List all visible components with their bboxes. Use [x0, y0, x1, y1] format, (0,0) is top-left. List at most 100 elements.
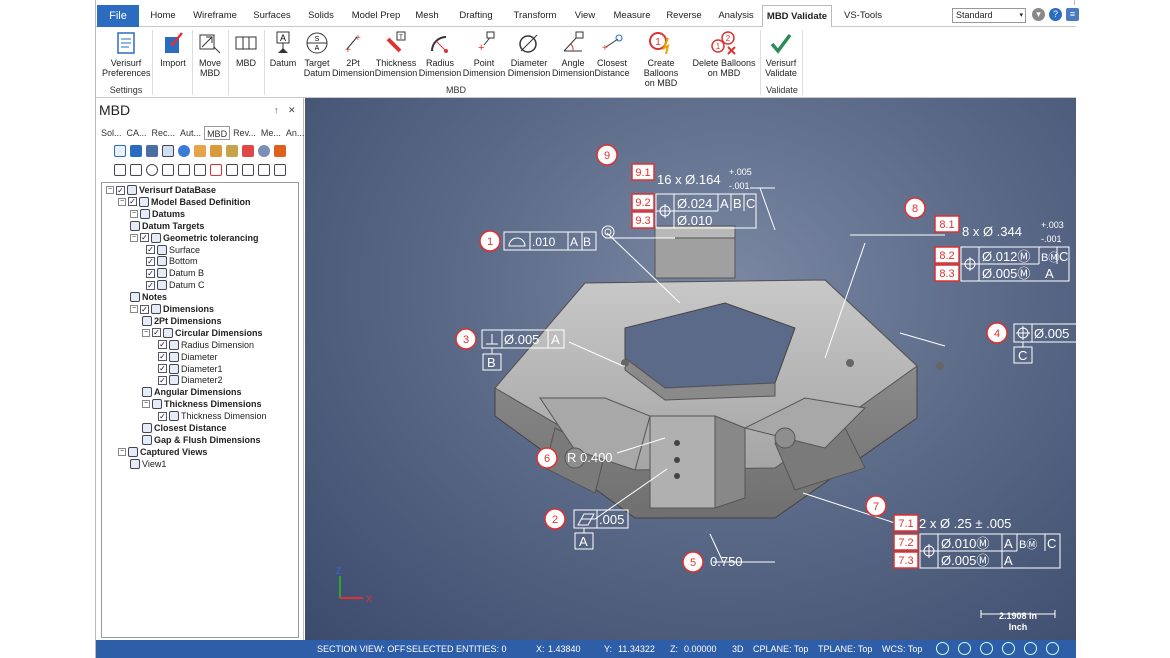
angle-icon[interactable] — [194, 164, 206, 176]
file-menu[interactable]: File — [97, 5, 139, 27]
tree-node[interactable]: ✓Diameter — [158, 351, 218, 363]
tree-checkbox[interactable]: ✓ — [146, 245, 155, 254]
tree-checkbox[interactable]: ✓ — [128, 197, 137, 207]
tree-checkbox[interactable]: ✓ — [152, 328, 161, 338]
diameter-dimension-button[interactable]: Diameter Dimension — [506, 30, 552, 84]
tree-checkbox[interactable]: ✓ — [116, 185, 125, 195]
graphics-viewport[interactable]: 1 2 3 4 5 6 7 8 9 .010 A B C 9 — [305, 98, 1076, 640]
balloon-8[interactable]: 8 — [904, 197, 926, 219]
globe-icon[interactable] — [936, 642, 949, 655]
fcf-3-perpendicularity[interactable]: Ø.005 A B — [481, 329, 565, 371]
tree-node[interactable]: Gap & Flush Dimensions — [142, 434, 261, 446]
move-mbd-button[interactable]: Move MBD — [194, 30, 226, 84]
tree-checkbox[interactable]: ✓ — [158, 411, 167, 421]
angle-dimension-button[interactable]: Angle Dimension — [552, 30, 595, 84]
selected-entities-status[interactable]: SELECTED ENTITIES: 0 — [406, 644, 507, 654]
tree-node[interactable]: ✓Datum C — [146, 279, 205, 291]
balloon-6[interactable]: 6 — [536, 447, 558, 469]
balloon-5[interactable]: 5 — [682, 551, 704, 573]
cplane-status[interactable]: CPLANE: Top — [753, 644, 809, 654]
closest-distance-button[interactable]: + Closest Distance — [594, 30, 630, 84]
section-view-status[interactable]: SECTION VIEW: OFF — [317, 644, 406, 654]
expand-toggle-icon[interactable]: − — [142, 400, 150, 409]
tab-surfaces[interactable]: Surfaces — [253, 10, 291, 21]
book-icon[interactable] — [130, 145, 142, 157]
tab-vs-tools[interactable]: VS-Tools — [843, 10, 882, 21]
tab-drafting[interactable]: Drafting — [459, 10, 493, 21]
tree-node[interactable]: ✓Diameter1 — [158, 363, 223, 375]
tab-measure[interactable]: Measure — [613, 10, 651, 21]
verisurf-validate-button[interactable]: Verisurf Validate — [762, 30, 800, 84]
tree-checkbox[interactable]: ✓ — [146, 280, 155, 290]
tree-node[interactable]: −✓Dimensions — [130, 303, 214, 315]
tab-view[interactable]: View — [574, 10, 596, 21]
balloon-4[interactable]: 4 — [986, 322, 1008, 344]
tab-solids[interactable]: Solids — [308, 10, 334, 21]
tplane-status[interactable]: TPLANE: Top — [818, 644, 873, 654]
tree-node[interactable]: ✓Radius Dimension — [158, 339, 254, 351]
tree-node[interactable]: Closest Distance — [142, 422, 227, 434]
box-orange-icon[interactable] — [194, 145, 206, 157]
point-dimension-button[interactable]: + Point Dimension — [462, 30, 506, 84]
lock-icon[interactable] — [1024, 642, 1037, 655]
mbd-button[interactable]: MBD — [230, 30, 262, 84]
tree-node[interactable]: −Datums — [130, 208, 185, 220]
callout-9[interactable]: 9.1 16 x Ø.164 +.005 -.001 9.2 9.3 Ø.024… — [631, 163, 757, 229]
expand-toggle-icon[interactable]: − — [142, 328, 150, 337]
circle-diameter-icon[interactable] — [178, 164, 190, 176]
tree-checkbox[interactable]: ✓ — [140, 233, 149, 243]
grid-icon[interactable] — [114, 164, 126, 176]
radius-dimension-button[interactable]: Radius Dimension — [418, 30, 462, 84]
tree-checkbox[interactable]: ✓ — [146, 256, 155, 266]
tree-node[interactable]: ✓Thickness Dimension — [158, 410, 267, 422]
options-icon[interactable]: ≡ — [1066, 8, 1079, 21]
crosshair-icon[interactable] — [146, 164, 158, 176]
fcf-4-position[interactable]: Ø.005 A BⓂ C — [1013, 323, 1076, 364]
verisurf-preferences-button[interactable]: Verisurf Preferences — [102, 30, 151, 84]
thickness-dimension-button[interactable]: T Thickness Dimension — [374, 30, 418, 84]
panel-tab-reverse[interactable]: Rev... — [233, 128, 256, 138]
balloon-7[interactable]: 7 — [865, 495, 887, 517]
standard-dropdown[interactable]: Standard▾ — [952, 8, 1026, 23]
dim-5-thickness[interactable]: 0.750 — [710, 554, 743, 569]
expand-toggle-icon[interactable]: − — [130, 209, 138, 218]
tree-node[interactable]: ✓Diameter2 — [158, 374, 223, 386]
balloon-9[interactable]: 9 — [596, 144, 618, 166]
tree-checkbox[interactable]: ✓ — [158, 364, 167, 373]
balloon-3[interactable]: 3 — [455, 328, 477, 350]
move-icon[interactable] — [242, 164, 254, 176]
cube-icon[interactable] — [162, 145, 174, 157]
panel-tab-measure[interactable]: Me... — [260, 128, 281, 138]
anchor-icon[interactable] — [178, 145, 190, 157]
tree-node[interactable]: Angular Dimensions — [142, 386, 242, 398]
tab-analysis[interactable]: Analysis — [718, 10, 754, 21]
tab-transform[interactable]: Transform — [513, 10, 557, 21]
sort-icon[interactable] — [130, 164, 142, 176]
frame-icon[interactable] — [162, 164, 174, 176]
pdf-icon[interactable] — [242, 145, 254, 157]
flag-icon[interactable] — [274, 164, 286, 176]
part-model[interactable] — [494, 225, 944, 519]
tree-node[interactable]: −Captured Views — [118, 446, 207, 458]
tree-node[interactable]: Notes — [130, 291, 167, 303]
dimension-icon[interactable] — [258, 164, 270, 176]
box-icon[interactable] — [210, 145, 222, 157]
tree-node[interactable]: ✓Surface — [146, 244, 200, 256]
panel-tab-recent[interactable]: Rec... — [151, 128, 176, 138]
expand-toggle-icon[interactable]: − — [118, 447, 126, 456]
tree-node[interactable]: 2Pt Dimensions — [142, 315, 222, 327]
fcf-2-flatness[interactable]: .005 A — [573, 509, 629, 550]
tree-node[interactable]: View1 — [130, 458, 166, 470]
view-mode[interactable]: 3D — [732, 644, 744, 654]
balloon-2[interactable]: 2 — [544, 508, 566, 530]
tab-home[interactable]: Home — [150, 10, 176, 21]
tree-node[interactable]: −Thickness Dimensions — [142, 398, 262, 410]
tree-checkbox[interactable]: ✓ — [158, 352, 167, 362]
expand-toggle-icon[interactable]: − — [118, 197, 126, 206]
dim-6-radius[interactable]: R 0.400 — [567, 450, 613, 465]
tree-checkbox[interactable]: ✓ — [140, 304, 149, 314]
package-icon[interactable] — [226, 145, 238, 157]
pin-icon[interactable]: ↑ — [274, 105, 279, 115]
panel-tab-analysis[interactable]: An... — [285, 128, 305, 138]
tree-node[interactable]: −✓Model Based Definition — [118, 196, 251, 208]
